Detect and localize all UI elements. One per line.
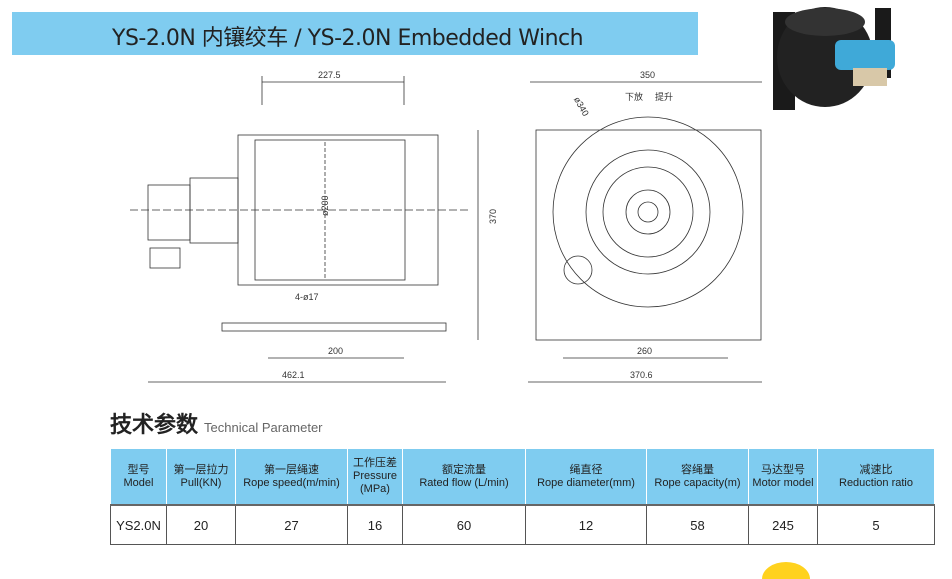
- front-view: 350 ø340 下放 提升 370 260 370.6: [477, 70, 762, 383]
- cell-model: YS2.0N: [110, 504, 167, 545]
- cell-pressure: 16: [347, 504, 403, 545]
- front-overall-dim: 370.6: [630, 370, 653, 380]
- side-bolt-holes: 4-ø17: [295, 292, 319, 302]
- section-heading: 技术参数 Technical Parameter: [110, 407, 323, 439]
- cell-pull: 20: [166, 504, 236, 545]
- side-view: 227.5 ø200 4-ø17 200 462.1: [130, 70, 470, 383]
- cell-rope-speed: 27: [235, 504, 348, 545]
- page-title: YS-2.0N 内镶绞车 / YS-2.0N Embedded Winch: [112, 26, 584, 51]
- side-drum-dia: ø200: [320, 195, 330, 216]
- technical-drawing: 227.5 ø200 4-ø17 200 462.1 350: [130, 70, 762, 383]
- section-title-cn: 技术参数: [110, 413, 199, 438]
- side-top-dim: 227.5: [318, 70, 341, 80]
- front-flange-dia: ø340: [572, 95, 591, 118]
- front-bottom-dim: 260: [637, 346, 652, 356]
- title-banner: YS-2.0N 内镶绞车 / YS-2.0N Embedded Winch: [12, 12, 698, 55]
- cell-rope-capacity: 58: [646, 504, 749, 545]
- decorative-circle: [762, 562, 810, 579]
- front-height-dim: 370: [488, 209, 498, 224]
- cell-reduction-ratio: 5: [817, 504, 935, 545]
- front-top-dim: 350: [640, 70, 655, 80]
- winch-photo: [773, 7, 895, 110]
- section-title-en: Technical Parameter: [204, 420, 323, 435]
- table-row: YS2.0N 20 27 16 60 12 58 245 5: [110, 504, 935, 545]
- cell-rated-flow: 60: [402, 504, 526, 545]
- side-bottom-dim: 200: [328, 346, 343, 356]
- cell-rope-diameter: 12: [525, 504, 647, 545]
- front-lift-label: 提升: [655, 92, 673, 102]
- front-lower-label: 下放: [625, 91, 643, 102]
- cell-motor-model: 245: [748, 504, 818, 545]
- side-overall-dim: 462.1: [282, 370, 305, 380]
